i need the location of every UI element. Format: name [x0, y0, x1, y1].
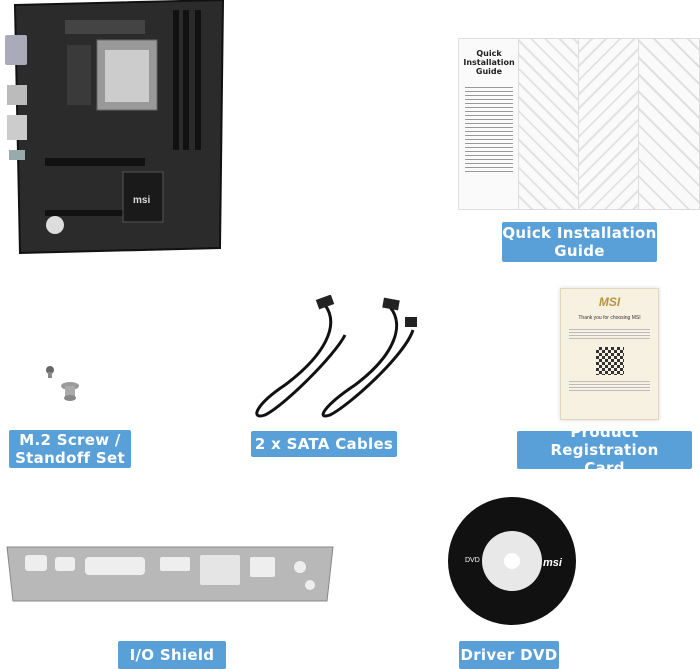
- guide-cover-line-2: Installation: [463, 58, 515, 67]
- quick-installation-guide-image: Quick Installation Guide: [458, 38, 700, 210]
- registration-card-label: Product Registration Card: [517, 423, 692, 477]
- sata-cables-label: 2 x SATA Cables: [251, 431, 397, 457]
- guide-cover-line-3: Guide: [475, 67, 503, 76]
- m2-screw-image: [40, 360, 90, 410]
- driver-dvd-label: Driver DVD: [459, 641, 559, 669]
- label-line: Driver DVD: [460, 646, 558, 664]
- label-line: Guide: [554, 242, 605, 260]
- label-line: Standoff Set: [15, 449, 125, 467]
- io-shield-label: I/O Shield: [118, 641, 226, 669]
- registration-card-image: MSI Thank you for choosing MSI: [560, 288, 659, 420]
- board-logo: msi: [133, 195, 150, 206]
- motherboard-image: msi: [5, 0, 225, 255]
- label-line: 2 x SATA Cables: [254, 435, 394, 453]
- quick-installation-guide-label: Quick Installation Guide: [502, 222, 657, 262]
- guide-cover-line-1: Quick: [476, 49, 502, 58]
- card-logo: MSI: [598, 295, 621, 309]
- label-line: I/O Shield: [129, 646, 215, 664]
- m2-screw-label: M.2 Screw / Standoff Set: [9, 430, 131, 468]
- sata-cables-image: [245, 294, 420, 425]
- label-line: Card: [584, 459, 625, 477]
- disc-dvd-text: DVD: [465, 557, 480, 564]
- card-title: Thank you for choosing MSI: [578, 315, 641, 321]
- disc-logo: msi: [543, 557, 563, 569]
- label-line: Quick Installation: [502, 224, 657, 242]
- driver-dvd-image: msi DVD: [447, 496, 577, 626]
- label-line: Product Registration: [550, 423, 659, 459]
- io-shield-image: [5, 545, 335, 603]
- label-line: M.2 Screw /: [19, 431, 121, 449]
